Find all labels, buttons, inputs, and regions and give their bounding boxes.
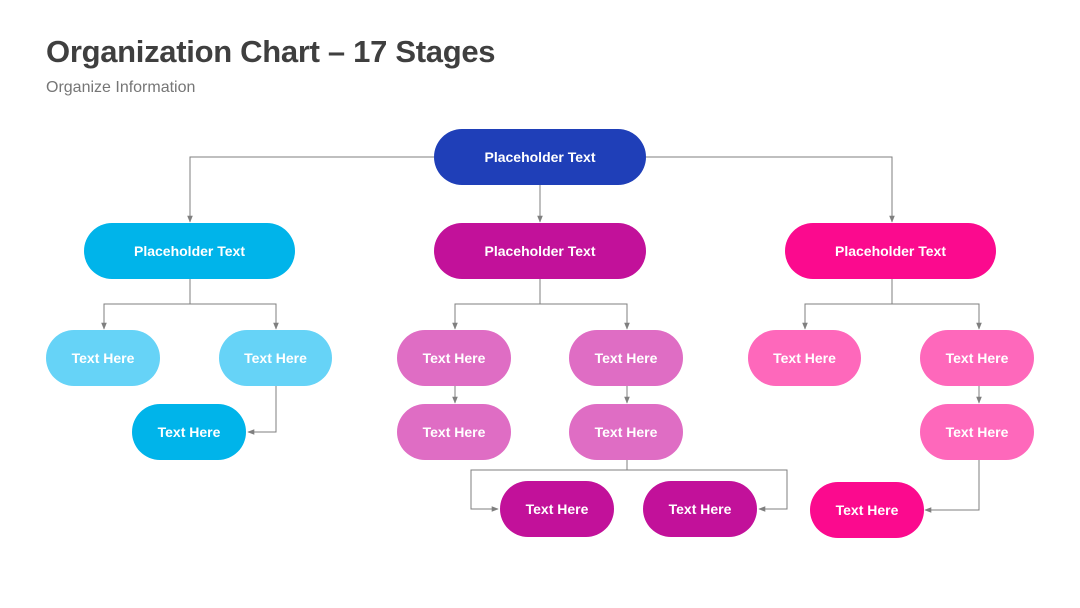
page-subtitle: Organize Information [46,79,196,96]
node-left-head: Placeholder Text [84,223,295,279]
connector-l2-to-l3 [247,386,277,435]
node-center-head: Placeholder Text [434,223,646,279]
connector-left-to-l2 [190,303,279,330]
node-right-head: Placeholder Text [785,223,996,279]
connector-root-right [646,156,895,223]
connector-r3-to-r4 [924,460,980,513]
node-c4: Text Here [569,404,683,460]
connector-center-bus [452,279,541,330]
node-c3: Text Here [397,404,511,460]
connector-right-to-r2 [892,303,982,330]
connector-right-bus [802,279,893,330]
node-c5: Text Here [500,481,614,537]
node-r1: Text Here [748,330,861,386]
connector-left-bus [101,279,191,330]
node-l2: Text Here [219,330,332,386]
node-r4: Text Here [810,482,924,538]
node-c1: Text Here [397,330,511,386]
node-c6: Text Here [643,481,757,537]
page-title: Organization Chart – 17 Stages [46,34,496,69]
node-r2: Text Here [920,330,1034,386]
connector-c4-to-c5 [470,460,628,512]
node-l3: Text Here [132,404,246,460]
connector-center-to-c2 [540,303,630,330]
node-c2: Text Here [569,330,683,386]
node-root: Placeholder Text [434,129,646,185]
node-l1: Text Here [46,330,160,386]
node-r3: Text Here [920,404,1034,460]
connector-root-left [187,156,434,223]
connector-c4-to-c6 [627,469,788,512]
